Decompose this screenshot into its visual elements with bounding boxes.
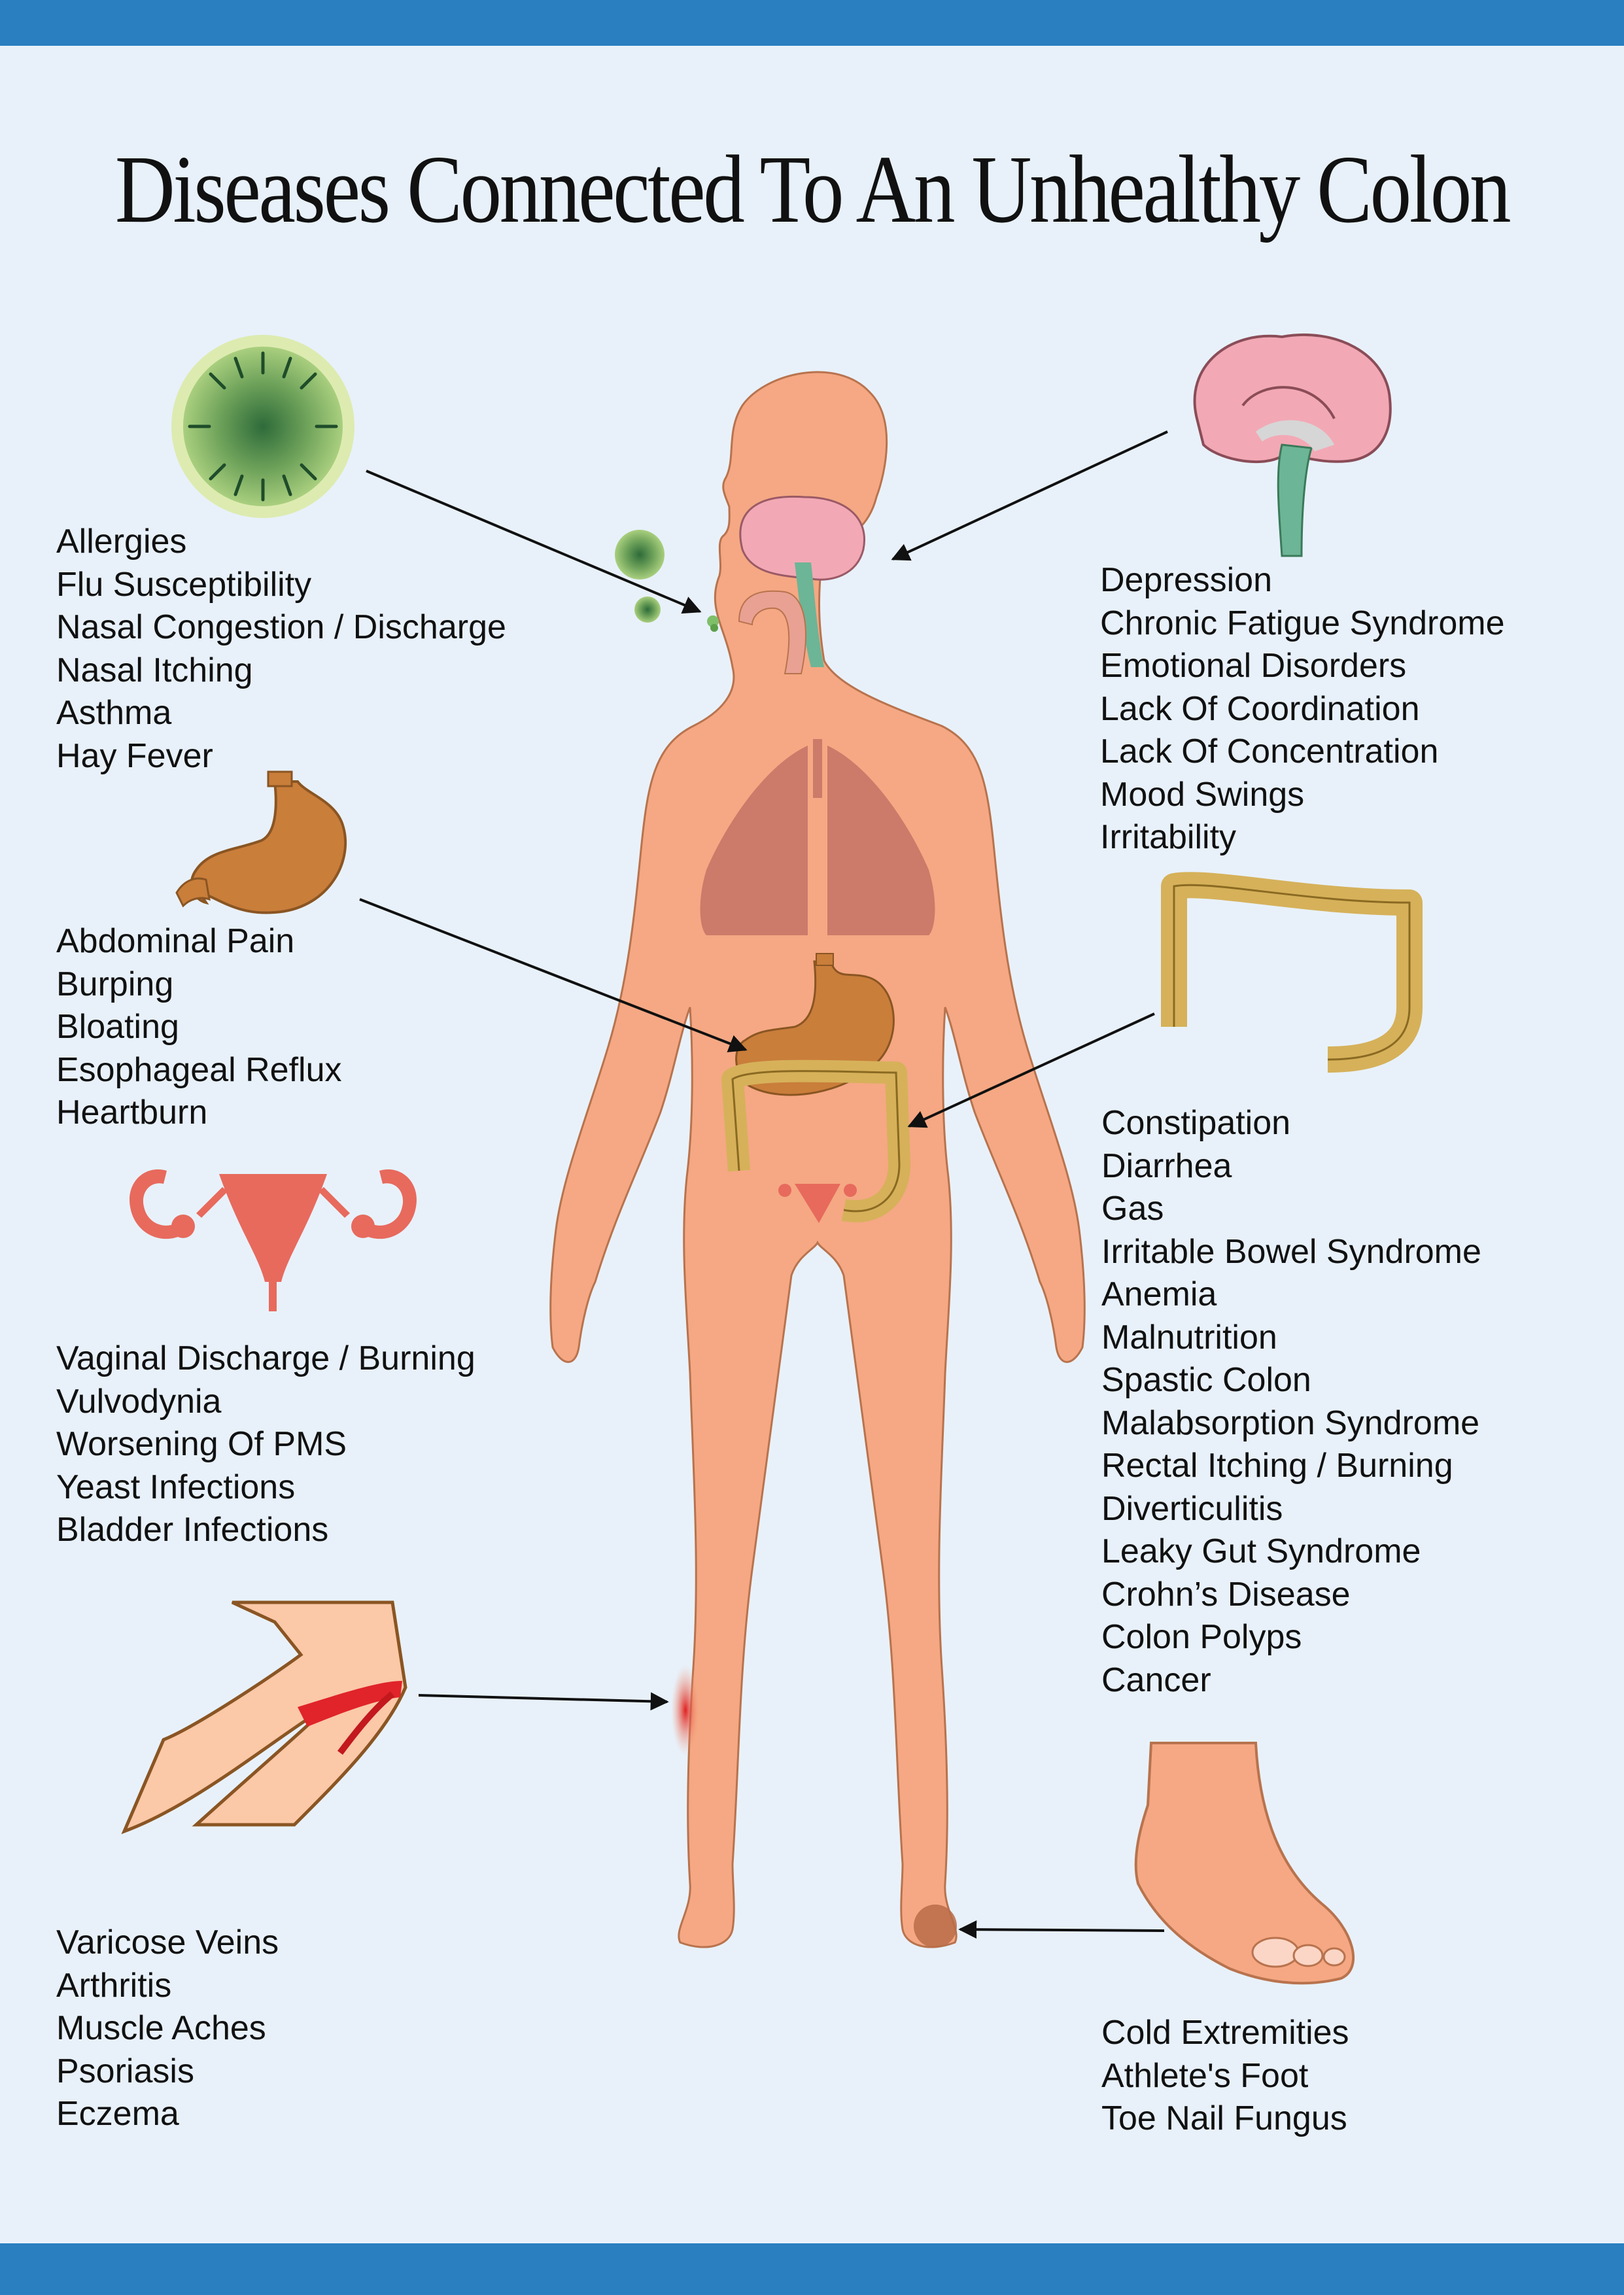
list-item: Vulvodynia (56, 1382, 222, 1421)
arrow-leg (418, 1692, 669, 1711)
list-item: Depression (1100, 561, 1273, 599)
list-item: Varicose Veins (56, 1924, 279, 1961)
list-item: Arthritis (56, 1966, 172, 2005)
list-item: Eczema (56, 2095, 179, 2133)
list-item: Bladder Infections (56, 1511, 329, 1549)
list-item: Hay Fever (56, 736, 213, 775)
list-item: Emotional Disorders (1100, 647, 1407, 685)
head-brain (738, 495, 865, 674)
arrow-virus (366, 470, 702, 614)
arrow-colon (907, 1012, 1155, 1128)
list-item: Asthma (56, 694, 172, 732)
list-item: Malabsorption Syndrome (1101, 1404, 1480, 1442)
list-item: Flu Susceptibility (56, 565, 312, 604)
list-item: Allergies (56, 523, 187, 561)
uterus-icon (130, 1169, 417, 1311)
list-item: Esophageal Reflux (56, 1050, 342, 1089)
human-body (549, 371, 1086, 1948)
page-title: Diseases Connected To An Unhealthy Colon (114, 136, 1512, 243)
list-item: Mood Swings (1100, 775, 1305, 814)
pointer-arrows (359, 430, 1168, 1939)
colon-list: Constipation Diarrhea Gas Irritable Bowe… (1101, 1102, 1481, 1702)
arrow-stomach (359, 898, 748, 1052)
list-item: Spastic Colon (1101, 1361, 1311, 1399)
feet-list: Cold Extremities Athlete's Foot Toe Nail… (1101, 2012, 1349, 2141)
list-item: Cancer (1101, 1661, 1211, 1699)
list-item: Crohn’s Disease (1101, 1575, 1351, 1613)
legs-list: Varicose Veins Arthritis Muscle Aches Ps… (56, 1922, 279, 2136)
lungs (700, 739, 935, 935)
list-item: Diverticulitis (1101, 1489, 1283, 1528)
list-item: Irritability (1100, 818, 1237, 856)
list-item: Nasal Itching (56, 651, 253, 689)
foot-icon (1134, 1742, 1355, 1985)
bottom-band (0, 2243, 1624, 2295)
list-item: Toe Nail Fungus (1101, 2099, 1347, 2137)
nose-virus-spots (707, 615, 719, 632)
body-uterus (778, 1184, 857, 1223)
list-item: Lack Of Coordination (1100, 689, 1420, 728)
leg-icon (121, 1600, 407, 1835)
arrow-foot (958, 1920, 1165, 1939)
list-item: Leaky Gut Syndrome (1101, 1532, 1421, 1570)
stomach-list: Abdominal Pain Burping Bloating Esophage… (56, 920, 342, 1135)
toe-spot (914, 1905, 957, 1948)
list-item: Nasal Congestion / Discharge (56, 608, 506, 646)
stomach-icon (175, 770, 347, 914)
list-item: Irritable Bowel Syndrome (1101, 1232, 1481, 1271)
brain-icon (1193, 333, 1392, 557)
respiratory-list: Allergies Flu Susceptibility Nasal Conge… (56, 521, 506, 778)
list-item: Heartburn (56, 1094, 208, 1131)
list-item: Cold Extremities (1101, 2014, 1349, 2052)
list-item: Diarrhea (1101, 1147, 1232, 1185)
small-virus-icon (615, 530, 665, 623)
list-item: Chronic Fatigue Syndrome (1100, 604, 1505, 642)
list-item: Athlete's Foot (1101, 2056, 1309, 2095)
colon-icon (1161, 872, 1423, 1073)
list-item: Muscle Aches (56, 2009, 266, 2047)
list-item: Vaginal Discharge / Burning (56, 1339, 475, 1377)
list-item: Yeast Infections (56, 1468, 296, 1506)
leg-bruise (671, 1665, 700, 1756)
list-item: Malnutrition (1101, 1318, 1277, 1356)
reproductive-list: Vaginal Discharge / Burning Vulvodynia W… (56, 1337, 475, 1552)
list-item: Constipation (1101, 1104, 1291, 1142)
brain-list: Depression Chronic Fatigue Syndrome Emot… (1100, 559, 1505, 859)
list-item: Gas (1101, 1190, 1164, 1228)
list-item: Anemia (1101, 1275, 1217, 1313)
list-item: Burping (56, 965, 174, 1003)
list-item: Colon Polyps (1101, 1618, 1302, 1656)
list-item: Rectal Itching / Burning (1101, 1447, 1453, 1485)
body-colon (721, 1060, 910, 1222)
list-item: Lack Of Concentration (1100, 733, 1439, 770)
virus-icon (171, 335, 354, 518)
list-item: Abdominal Pain (56, 922, 295, 960)
arrow-brain (891, 430, 1168, 561)
list-item: Worsening Of PMS (56, 1425, 347, 1463)
list-item: Psoriasis (56, 2052, 194, 2090)
top-band (0, 0, 1624, 46)
list-item: Bloating (56, 1008, 179, 1046)
